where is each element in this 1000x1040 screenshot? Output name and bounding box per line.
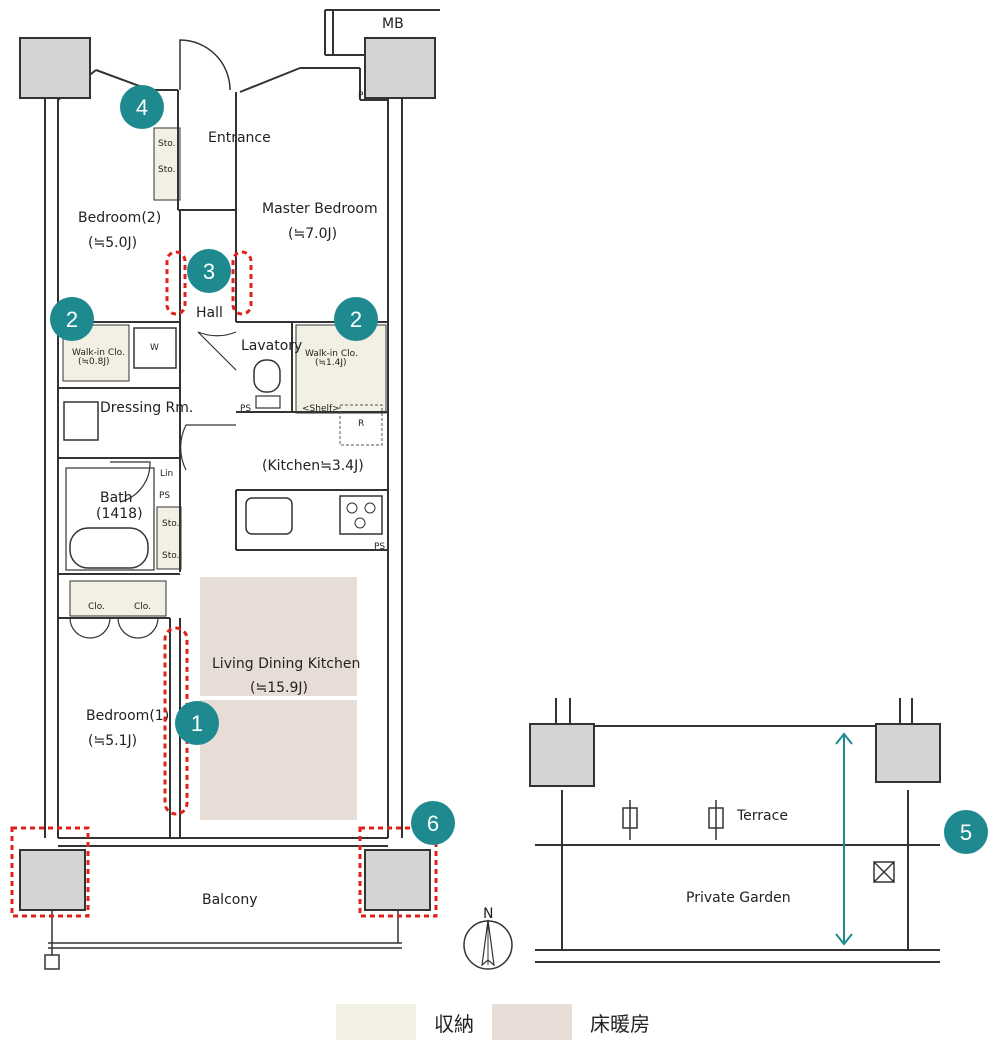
label-bedroom1-size: (≒5.1J): [88, 733, 137, 749]
marker-1[interactable]: 1: [175, 701, 219, 745]
mb-label: MB: [382, 16, 404, 32]
entrance-door[interactable]: [179, 39, 231, 91]
storage-entrance: [153, 127, 181, 201]
floor-plan: MB P Entrance Sto. Sto. Bedroom(2) (≒5.0…: [10, 9, 988, 970]
legend-swatch-storage: [336, 1004, 416, 1040]
kitchen-sink: [245, 497, 293, 535]
label-ldk-size: (≒15.9J): [250, 680, 308, 696]
balcony-railing: [48, 910, 402, 955]
label-garden: Private Garden: [686, 890, 791, 906]
kitchen-stove: [339, 495, 383, 535]
svg-text:5: 5: [960, 820, 972, 845]
ldk-door[interactable]: [180, 424, 236, 471]
label-hall: Hall: [196, 305, 223, 321]
marker-4[interactable]: 4: [120, 85, 164, 129]
toilet: [253, 359, 281, 393]
label-clo-1: Clo.: [88, 602, 105, 612]
label-walkin-left: Walk-in Clo.: [72, 348, 125, 358]
storage-walkin-right: [295, 324, 387, 414]
label-master-size: (≒7.0J): [288, 226, 337, 242]
depth-arrow: [835, 732, 853, 946]
north-compass: [463, 919, 513, 970]
label-lin: Lin: [160, 469, 173, 479]
mb-area: [324, 9, 440, 56]
label-clo-2: Clo.: [134, 602, 151, 612]
floor-heating-zone-upper: [200, 577, 357, 696]
legend-item-storage: 収納: [336, 1004, 474, 1040]
marker-3[interactable]: 3: [187, 249, 231, 293]
main-columns: [19, 37, 436, 911]
svg-text:6: 6: [427, 811, 439, 836]
label-r: R: [358, 419, 364, 429]
bath-door[interactable]: [110, 461, 151, 503]
legend-label-floor-heating: 床暖房: [590, 1011, 650, 1036]
unit-walls: [44, 67, 403, 847]
label-walkin-right-size: (≒1.4J): [315, 358, 347, 368]
label-sto-4: Sto.: [162, 551, 179, 561]
vanity: [63, 401, 99, 441]
label-terrace: Terrace: [736, 808, 788, 824]
label-sto-3: Sto.: [162, 519, 179, 529]
label-walkin-right: Walk-in Clo.: [305, 349, 358, 359]
label-ps-1: PS: [240, 404, 251, 414]
north-label: N: [483, 906, 493, 922]
label-ps-2: PS: [159, 491, 170, 501]
terrace-walls: [535, 698, 940, 963]
label-walkin-left-size: (≒0.8J): [78, 357, 110, 367]
label-master: Master Bedroom: [262, 201, 378, 217]
label-lavatory: Lavatory: [241, 338, 302, 354]
label-balcony: Balcony: [202, 892, 258, 908]
label-entrance: Entrance: [208, 130, 271, 146]
lavatory-door[interactable]: [197, 331, 237, 371]
svg-text:1: 1: [191, 711, 203, 736]
p-label: P: [358, 91, 364, 101]
storage-hall-sto: [156, 506, 182, 570]
label-bath: Bath: [100, 490, 133, 506]
garden-lights: [622, 800, 895, 883]
label-bedroom1: Bedroom(1): [86, 708, 169, 724]
label-shelf: <Shelf>: [302, 404, 340, 414]
floor-heating-zone-lower: [200, 700, 357, 820]
legend-item-floor-heating: 床暖房: [492, 1004, 650, 1040]
label-sto-1: Sto.: [158, 139, 175, 149]
marker-6[interactable]: 6: [411, 801, 455, 845]
svg-text:2: 2: [66, 307, 78, 332]
marker-2a[interactable]: 2: [50, 297, 94, 341]
svg-text:2: 2: [350, 307, 362, 332]
legend-label-storage: 収納: [434, 1011, 474, 1036]
terrace-columns: [529, 723, 941, 787]
marker-2b[interactable]: 2: [334, 297, 378, 341]
fridge-space: [339, 404, 383, 446]
marker-5[interactable]: 5: [944, 810, 988, 854]
label-sto-2: Sto.: [158, 165, 175, 175]
label-ldk: Living Dining Kitchen: [212, 656, 360, 672]
label-bedroom2: Bedroom(2): [78, 210, 161, 226]
label-ps-3: PS: [374, 542, 385, 552]
svg-text:3: 3: [203, 259, 215, 284]
legend: 収納 床暖房: [0, 998, 1000, 1040]
bathtub: [69, 527, 149, 569]
label-w: W: [150, 343, 159, 353]
label-kitchen: (Kitchen≒3.4J): [262, 458, 364, 474]
storage-clo: [69, 580, 167, 617]
washer: [133, 327, 177, 369]
label-dressing: Dressing Rm.: [100, 400, 193, 416]
label-bath-size: (1418): [96, 506, 143, 522]
label-bedroom2-size: (≒5.0J): [88, 235, 137, 251]
legend-swatch-floor-heating: [492, 1004, 572, 1040]
svg-text:4: 4: [136, 95, 148, 120]
clo-doors: [69, 617, 159, 639]
